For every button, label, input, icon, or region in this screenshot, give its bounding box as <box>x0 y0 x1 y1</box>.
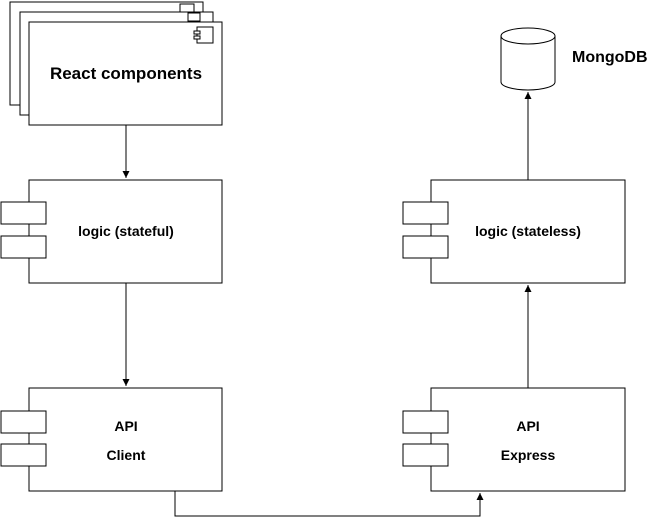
logic-stateless-label: logic (stateless) <box>475 223 581 239</box>
react-components-stack: React components <box>9 1 223 126</box>
database-cylinder-top <box>500 27 556 45</box>
port-tab <box>402 410 449 434</box>
component-icon <box>193 26 214 44</box>
database-cylinder-body <box>500 36 556 91</box>
api-client-label-line2: Client <box>107 447 146 463</box>
port-tab <box>0 201 47 225</box>
logic-stateful-component: logic (stateful) <box>0 179 223 284</box>
api-express-component: API Express <box>402 387 626 492</box>
logic-stateful-box <box>28 179 223 284</box>
api-express-label-line1: API <box>516 418 539 434</box>
mongodb-database: MongoDB <box>500 27 648 91</box>
api-client-box <box>28 387 223 492</box>
port-tab <box>0 235 47 259</box>
logic-stateful-label: logic (stateful) <box>78 223 174 239</box>
react-components-label: React components <box>50 64 202 83</box>
api-client-label-line1: API <box>114 418 137 434</box>
port-tab <box>402 201 449 225</box>
port-tab <box>0 443 47 467</box>
api-express-box <box>430 387 626 492</box>
api-client-component: API Client <box>0 387 223 492</box>
logic-stateless-component: logic (stateless) <box>402 179 626 284</box>
port-tab <box>0 410 47 434</box>
mongodb-label: MongoDB <box>572 49 648 66</box>
port-tab <box>402 235 449 259</box>
arrow-client-to-express <box>174 491 484 517</box>
react-components-box <box>28 21 223 126</box>
api-express-label-line2: Express <box>501 447 556 463</box>
component-icon-back <box>179 3 201 22</box>
port-tab <box>402 443 449 467</box>
